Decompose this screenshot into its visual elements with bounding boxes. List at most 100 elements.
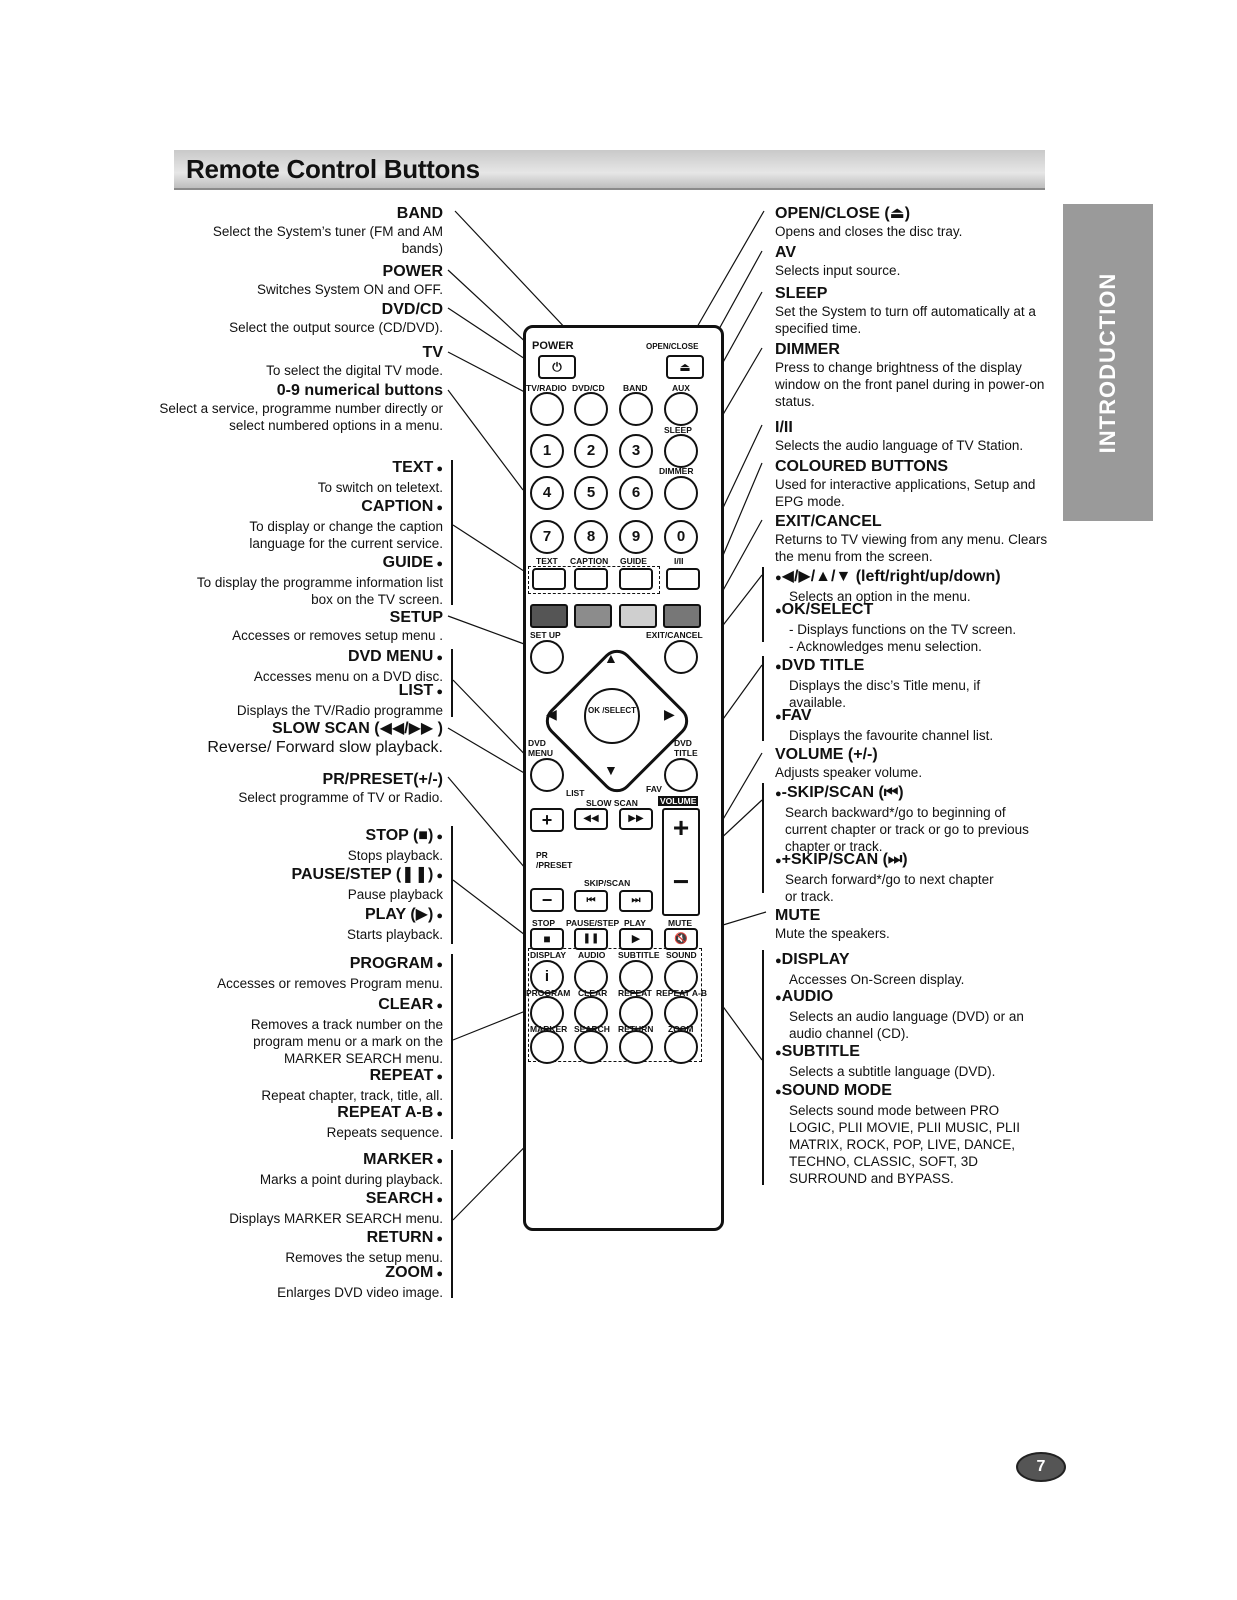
tvradio-button[interactable] <box>530 392 564 426</box>
setup-button[interactable] <box>530 640 564 674</box>
digit-9-button[interactable]: 9 <box>619 520 653 554</box>
program-button[interactable] <box>530 996 564 1030</box>
remote-label-mute: MUTE <box>668 918 693 928</box>
ann-title: TV <box>422 344 443 361</box>
group-bar <box>451 1150 453 1298</box>
right-arrow-button[interactable]: ▶ <box>664 706 675 722</box>
ann-title: REPEAT <box>153 1066 443 1087</box>
ann-desc: - Displays functions on the TV screen. <box>789 622 1017 637</box>
mute-button[interactable]: 🔇 <box>664 928 698 950</box>
text-button[interactable] <box>532 568 566 590</box>
ann-title: SOUND MODE <box>775 1081 1055 1102</box>
digit-6-button[interactable]: 6 <box>619 476 653 510</box>
left-arrow-button[interactable]: ◀ <box>546 706 557 722</box>
ann-desc: Adjusts speaker volume. <box>775 765 923 780</box>
ann-title: DVD/CD <box>381 301 443 318</box>
remote-label-skipscan: SKIP/SCAN <box>584 878 631 888</box>
skip-forward-button[interactable]: ⏭ <box>619 890 653 912</box>
ann-skipback: -SKIP/SCAN (⏮)Search backward*/go to beg… <box>775 783 1055 855</box>
ann-desc: Selects a subtitle language (DVD). <box>789 1064 996 1079</box>
marker-button[interactable] <box>530 1030 564 1064</box>
stop-button[interactable]: ■ <box>530 928 564 950</box>
digit-0-button[interactable]: 0 <box>664 520 698 554</box>
up-arrow-button[interactable]: ▲ <box>604 650 618 666</box>
search-button[interactable] <box>574 1030 608 1064</box>
digit-3-button[interactable]: 3 <box>619 434 653 468</box>
dvdmenu-button[interactable] <box>530 758 564 792</box>
eject-icon: ⏏ <box>679 360 691 374</box>
slow-forward-button[interactable]: ▶▶ <box>619 808 653 830</box>
pr-minus-button[interactable]: − <box>530 888 564 912</box>
green-color-button[interactable] <box>574 604 612 628</box>
dvdtitle-button[interactable] <box>664 758 698 792</box>
pr-plus-button[interactable]: + <box>530 808 564 832</box>
blue-color-button[interactable] <box>663 604 701 628</box>
audio-button[interactable] <box>574 960 608 994</box>
digit-4-button[interactable]: 4 <box>530 476 564 510</box>
ann-caption: CAPTIONTo display or change the caption … <box>153 497 443 552</box>
volume-rocker[interactable]: + − <box>662 808 700 916</box>
down-arrow-button[interactable]: ▼ <box>604 762 618 778</box>
volume-plus-button[interactable]: + <box>672 812 690 843</box>
sleep-button[interactable] <box>664 434 698 468</box>
ann-skipfwd: +SKIP/SCAN (⏭)Search forward*/go to next… <box>775 850 1055 905</box>
play-button[interactable]: ▶ <box>619 928 653 950</box>
display-button[interactable]: i <box>530 960 564 994</box>
ann-desc: Marks a point during playback. <box>259 1172 443 1187</box>
ann-title: SEARCH <box>153 1189 443 1210</box>
subtitle-button[interactable] <box>619 960 653 994</box>
remote-label-aux: AUX <box>672 383 690 393</box>
ann-title: PAUSE/STEP (❚❚) <box>153 865 443 886</box>
dimmer-button[interactable] <box>664 476 698 510</box>
group-bar <box>451 649 453 717</box>
ann-tv: TV To select the digital TV mode. <box>153 343 443 379</box>
ann-desc: Mute the speakers. <box>775 926 890 941</box>
digit-5-button[interactable]: 5 <box>574 476 608 510</box>
guide-button[interactable] <box>619 568 653 590</box>
audio-lang-button[interactable] <box>666 568 700 590</box>
ann-desc: - Acknowledges menu selection. <box>789 639 982 654</box>
ok-select-button[interactable]: OK /SELECT <box>584 688 640 744</box>
ann-title: DIMMER <box>775 341 840 358</box>
band-button[interactable] <box>619 392 653 426</box>
digit-2-button[interactable]: 2 <box>574 434 608 468</box>
pause-button[interactable]: ❚❚ <box>574 928 608 950</box>
exitcancel-button[interactable] <box>664 640 698 674</box>
return-button[interactable] <box>619 1030 653 1064</box>
power-button[interactable]: ⏻ <box>538 355 576 379</box>
repeatab-button[interactable] <box>664 996 698 1030</box>
ann-desc: To select the digital TV mode. <box>266 363 443 378</box>
ann-desc: Selects the audio language of TV Station… <box>775 438 1024 453</box>
dvdcd-button[interactable] <box>574 392 608 426</box>
ann-title: EXIT/CANCEL <box>775 513 882 530</box>
openclose-button[interactable]: ⏏ <box>666 355 704 379</box>
repeat-button[interactable] <box>619 996 653 1030</box>
ann-title: DISPLAY <box>775 950 1055 971</box>
ann-desc: Starts playback. <box>346 927 443 942</box>
remote-label-repeatab: REPEAT A-B <box>656 988 707 998</box>
slow-reverse-button[interactable]: ◀◀ <box>574 808 608 830</box>
digit-7-button[interactable]: 7 <box>530 520 564 554</box>
leader-line <box>452 679 536 766</box>
sound-button[interactable] <box>664 960 698 994</box>
ann-desc: Reverse/ Forward slow playback. <box>207 739 443 756</box>
clear-button[interactable] <box>574 996 608 1030</box>
digit-1-button[interactable]: 1 <box>530 434 564 468</box>
red-color-button[interactable] <box>530 604 568 628</box>
caption-button[interactable] <box>574 568 608 590</box>
group-bar <box>451 826 453 944</box>
ann-desc: Displays the TV/Radio programme <box>236 703 443 718</box>
yellow-color-button[interactable] <box>619 604 657 628</box>
zoom-button[interactable] <box>664 1030 698 1064</box>
ann-title: BAND <box>396 205 443 222</box>
ann-desc: Used for interactive applications, Setup… <box>775 477 1036 509</box>
skip-back-button[interactable]: ⏮ <box>574 890 608 912</box>
ann-desc: Removes a track number on the program me… <box>250 1017 443 1066</box>
digit-8-button[interactable]: 8 <box>574 520 608 554</box>
page-title: Remote Control Buttons <box>186 154 480 184</box>
volume-minus-button[interactable]: − <box>672 866 690 897</box>
aux-button[interactable] <box>664 392 698 426</box>
remote-label-subtitle: SUBTITLE <box>618 950 660 960</box>
